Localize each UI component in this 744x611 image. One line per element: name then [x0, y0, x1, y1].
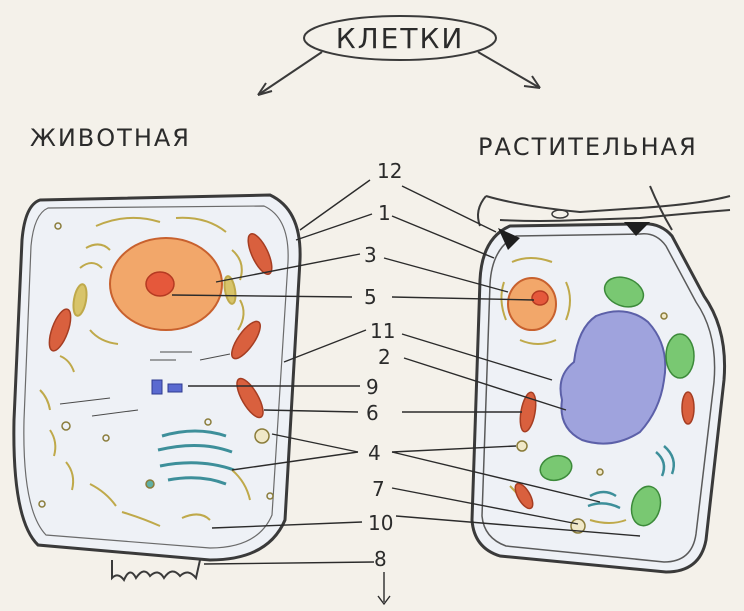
- arrow-left: [258, 52, 322, 95]
- title: КЛЕТКИ: [336, 22, 465, 55]
- centriole-2: [168, 384, 182, 392]
- neighbour-wall-top-2: [500, 210, 730, 221]
- label-3: 3: [364, 243, 377, 267]
- plant-nucleus: [508, 278, 556, 330]
- arrow-right: [478, 52, 540, 88]
- label-12: 12: [377, 159, 402, 183]
- label-1: 1: [378, 201, 391, 225]
- label-2: 2: [378, 345, 391, 369]
- label-5: 5: [364, 285, 377, 309]
- label-7: 7: [372, 477, 385, 501]
- animal-nucleolus: [146, 272, 174, 296]
- label-10: 10: [368, 511, 393, 535]
- label-4: 4: [368, 441, 381, 465]
- neighbour-wall-top: [486, 196, 730, 212]
- label-11: 11: [370, 319, 395, 343]
- arrow-left-head: [258, 83, 272, 95]
- animal-cell-label: ЖИВОТНАЯ: [30, 124, 191, 152]
- centriole: [152, 380, 162, 394]
- animal-cell: [14, 195, 300, 580]
- label-6: 6: [366, 401, 379, 425]
- plasmodesma: [552, 210, 568, 218]
- plant-nucleolus: [532, 291, 548, 305]
- neighbour-wall-left: [478, 196, 486, 226]
- microvilli: [112, 560, 200, 580]
- label-9: 9: [366, 375, 379, 399]
- arrow-right-head: [524, 76, 540, 88]
- plant-cell: [472, 186, 730, 572]
- plant-cell-label: РАСТИТЕЛЬНАЯ: [478, 133, 698, 161]
- number-labels: 12 1 3 5 11 2 9 6 4 7 10 8: [364, 159, 402, 571]
- label-8: 8: [374, 547, 387, 571]
